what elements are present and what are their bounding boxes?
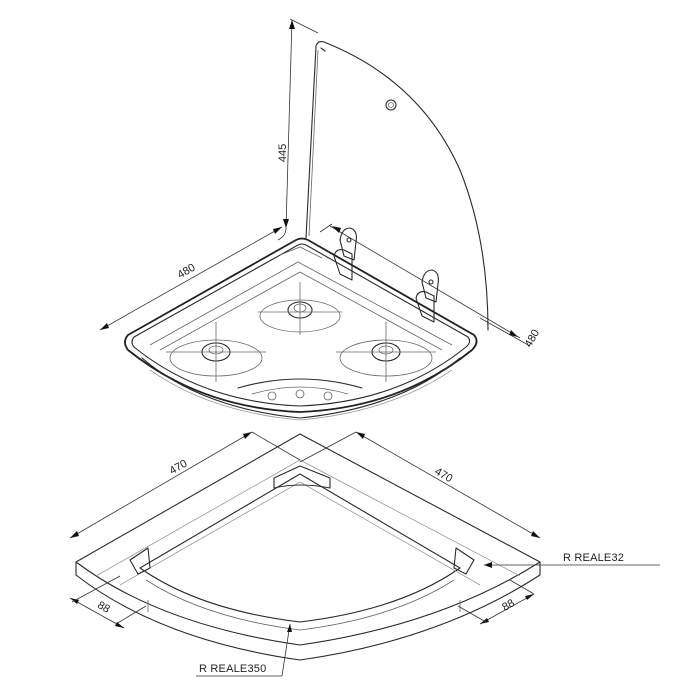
cutout-template [75, 433, 541, 661]
burner-right [336, 322, 436, 382]
dimension-480-left: 480 [99, 226, 283, 331]
corner-support [273, 465, 331, 489]
dimension-480-right: 480 [319, 223, 543, 350]
dimension-470-left: 470 [69, 431, 301, 539]
leader-r-reale350: R REALE350 [196, 623, 292, 677]
dim-88-left-label: 88 [95, 599, 112, 616]
hinge-left [333, 227, 357, 281]
bracket-right [453, 547, 475, 575]
dimension-88-left: 88 [69, 575, 147, 629]
leader-r-reale32: R REALE32 [484, 552, 660, 568]
knob [323, 391, 333, 401]
radius-label-32: R REALE32 [563, 552, 624, 564]
bracket-left [129, 547, 151, 575]
dimension-88-right: 88 [457, 579, 535, 625]
hob-body [124, 237, 478, 421]
hob-assembly: 445 480 480 [99, 18, 543, 421]
dim-470-right-label: 470 [433, 466, 455, 486]
hinge-right [415, 269, 439, 323]
burner-back [258, 282, 342, 335]
knob [267, 391, 277, 401]
dimension-470-right: 470 [299, 431, 541, 539]
lid-handle-hole [385, 99, 397, 111]
knob [295, 389, 305, 399]
dim-470-left-label: 470 [168, 458, 190, 478]
dimension-445: 445 [277, 18, 319, 241]
glass-lid [305, 40, 489, 331]
dim-480-right-label: 480 [523, 328, 543, 350]
dim-480-left-label: 480 [176, 262, 198, 282]
burner-left [166, 322, 266, 382]
radius-label-350: R REALE350 [199, 663, 266, 675]
dim-88-right-label: 88 [500, 597, 517, 614]
dim-445-label: 445 [277, 144, 289, 162]
